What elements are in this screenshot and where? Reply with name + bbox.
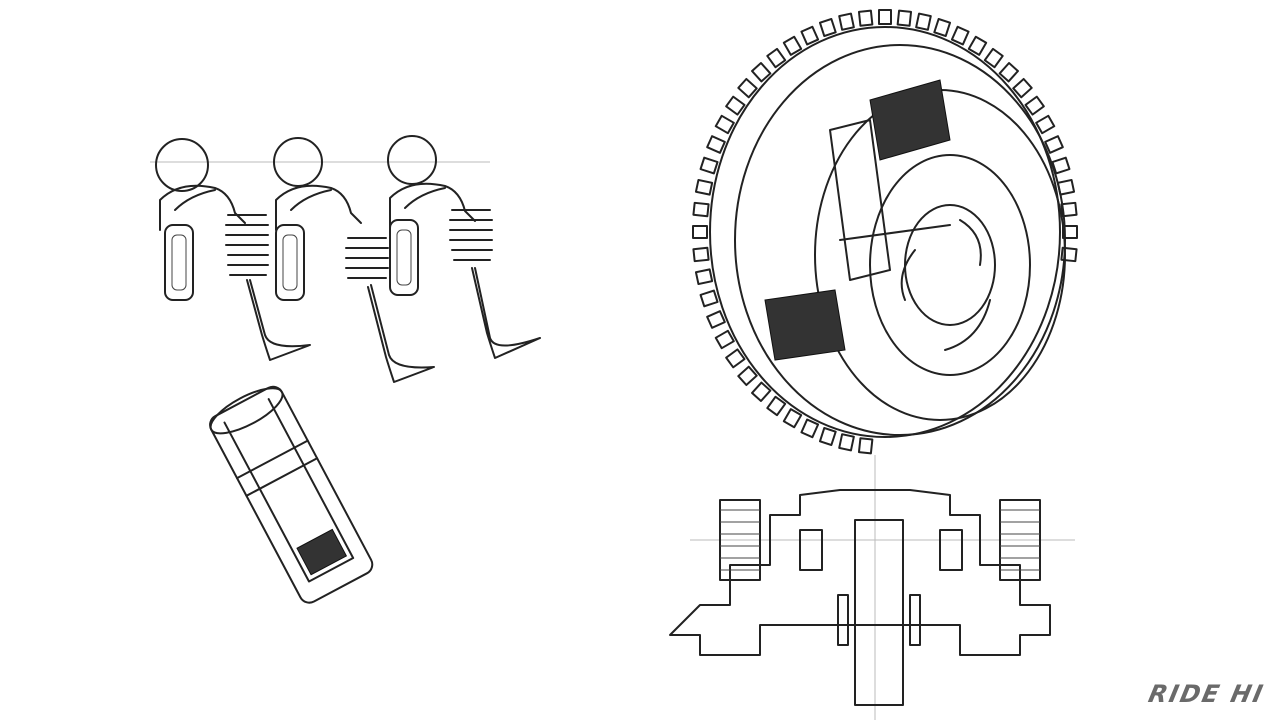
hydraulic-tappet-cutaway <box>209 385 374 604</box>
gear-tooth <box>800 25 820 46</box>
gear-tooth <box>857 437 874 455</box>
gear-tooth <box>766 395 787 417</box>
gear-tooth <box>782 35 803 56</box>
gear-tooth <box>782 408 803 429</box>
ride-hi-logo: RIDE HI <box>1145 680 1267 708</box>
gear-tooth <box>1012 77 1033 99</box>
gear-tooth <box>950 25 970 46</box>
gear-tooth <box>692 225 708 239</box>
gear-tooth <box>896 9 913 27</box>
valve-rocker-assemblies <box>150 135 541 383</box>
gear-tooth <box>699 289 719 308</box>
gear-tooth <box>751 62 772 83</box>
gear-tooth <box>751 381 772 402</box>
valve-assembly <box>387 135 541 359</box>
gear-tooth <box>1024 95 1045 116</box>
gear-tooth <box>706 310 726 329</box>
clutch-gear-cutaway <box>692 9 1078 455</box>
gear-tooth <box>714 329 735 350</box>
valve-assembly <box>155 138 311 361</box>
gear-tooth <box>878 9 892 25</box>
gear-tooth <box>706 135 726 154</box>
gear-tooth <box>967 35 988 56</box>
gear-tooth <box>933 18 952 38</box>
gear-tooth <box>714 114 735 135</box>
gear-tooth <box>983 47 1004 69</box>
gear-tooth <box>915 12 932 31</box>
gear-tooth <box>725 95 746 116</box>
gear-tooth <box>1060 246 1078 263</box>
gear-tooth <box>699 156 719 175</box>
gear-tooth <box>838 433 855 452</box>
gear-tooth <box>766 47 787 69</box>
valve-assembly <box>273 137 435 383</box>
gear-tooth <box>694 178 714 196</box>
gear-tooth <box>694 268 714 286</box>
gear-tooth <box>692 246 710 263</box>
gear-tooth <box>800 418 820 439</box>
gear-tooth <box>818 426 837 446</box>
gear-tooth <box>692 201 710 218</box>
gear-tooth <box>857 9 874 27</box>
gear-tooth <box>1044 135 1064 154</box>
gear-tooth <box>737 77 758 99</box>
gear-tooth <box>725 348 746 369</box>
gear-tooth <box>818 18 837 38</box>
clutch-cross-section <box>669 455 1075 720</box>
gear-tooth <box>1035 114 1056 135</box>
gear-tooth <box>838 12 855 31</box>
gear-tooth <box>737 365 758 387</box>
gear-tooth <box>1060 201 1078 218</box>
gear-tooth <box>998 62 1019 83</box>
